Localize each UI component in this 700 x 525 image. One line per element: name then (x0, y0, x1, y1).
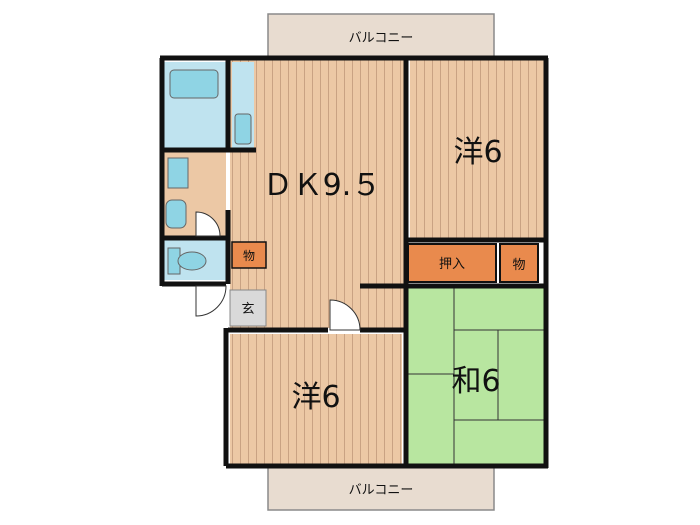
entrance: 玄 (229, 289, 267, 327)
balcony-bottom: バルコニー (267, 465, 495, 511)
balcony-top: バルコニー (267, 13, 495, 59)
doors (195, 211, 361, 331)
western-room-lower-label: 洋6 (291, 380, 340, 415)
western-room-lower (230, 334, 402, 464)
western-room-upper (410, 60, 544, 238)
storage-center-label: 物 (243, 249, 255, 263)
oshiire-label: 押入 (439, 257, 465, 272)
toilet (164, 240, 226, 280)
oshiire-closet: 押入 (407, 243, 497, 283)
dk-room (230, 60, 404, 328)
walls (159, 55, 549, 469)
storage-right: 物 (499, 243, 539, 283)
western-room-upper-label: 洋6 (453, 135, 502, 170)
dk-room-label: ＤＫ9.５ (263, 168, 382, 203)
bath-room (164, 62, 254, 150)
balcony-top-label: バルコニー (349, 31, 414, 46)
storage-center: 物 (231, 241, 267, 269)
japanese-room: 和6 (408, 284, 544, 464)
storage-right-label: 物 (512, 258, 525, 273)
balcony-bottom-label: バルコニー (349, 483, 414, 498)
japanese-room-label: 和6 (451, 364, 500, 399)
entrance-label: 玄 (241, 302, 254, 317)
